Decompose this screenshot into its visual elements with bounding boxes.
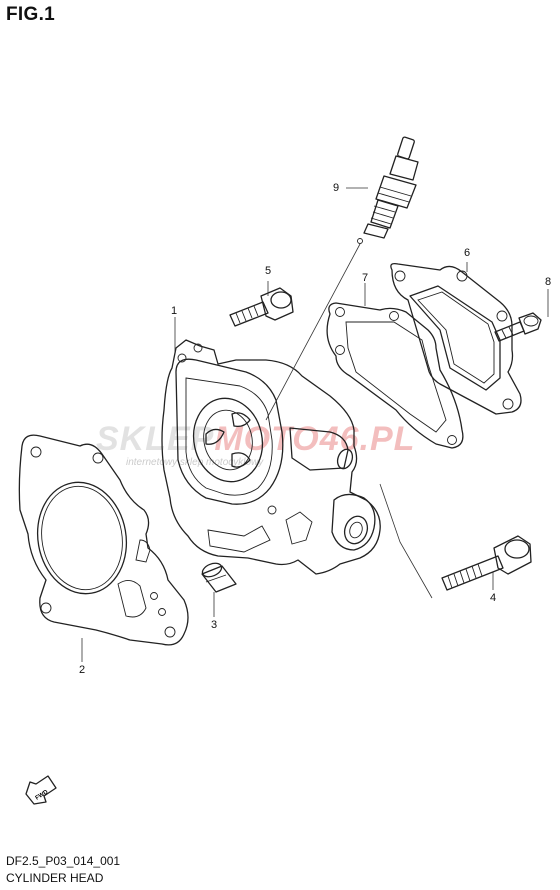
fwd-label: FWD bbox=[35, 789, 50, 802]
callout-8: 8 bbox=[545, 276, 552, 288]
diagram-caption: CYLINDER HEAD bbox=[6, 871, 104, 885]
bolt-right bbox=[494, 312, 542, 342]
watermark-part-b: MOTO46.PL bbox=[214, 420, 416, 458]
spark-plug bbox=[357, 136, 419, 244]
dowel-pin bbox=[201, 562, 237, 593]
callout-5: 5 bbox=[265, 265, 272, 277]
callout-4: 4 bbox=[490, 592, 497, 604]
callout-2: 2 bbox=[79, 664, 86, 676]
cover-gasket bbox=[326, 302, 464, 449]
callout-1: 1 bbox=[171, 305, 178, 317]
callout-9: 9 bbox=[333, 182, 340, 194]
callout-3: 3 bbox=[211, 619, 218, 631]
cylinder-head bbox=[161, 339, 381, 575]
diagram-code: DF2.5_P03_014_001 bbox=[6, 854, 121, 868]
head-gasket bbox=[18, 434, 189, 646]
leader-lines bbox=[81, 187, 549, 662]
callout-6: 6 bbox=[464, 247, 471, 259]
bolt-long bbox=[441, 535, 532, 591]
watermark-subtitle: internetowy sklep motocyklowy bbox=[126, 457, 264, 468]
forward-arrow-icon bbox=[25, 775, 57, 805]
bolt-upper-left bbox=[229, 287, 294, 327]
figure-title: FIG.1 bbox=[6, 4, 56, 25]
callout-7: 7 bbox=[362, 272, 369, 284]
head-cover bbox=[390, 262, 522, 415]
